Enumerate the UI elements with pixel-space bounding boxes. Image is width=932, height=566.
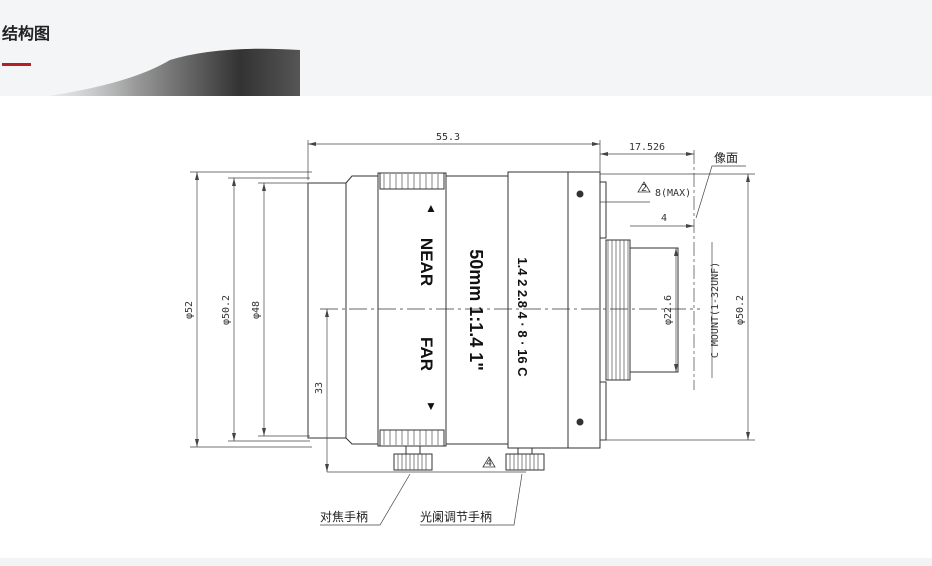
lens-diagram: ▲ NEAR FAR ▼ 50mm 1:1.4 1" 1.4 2 2.8 4 ·… (184, 132, 755, 526)
dim-flange: 17.526 (629, 142, 665, 153)
far-label: FAR (417, 337, 436, 371)
lens-model: 50mm 1:1.4 1" (466, 249, 486, 371)
iris-ring (507, 171, 601, 449)
dim-d52: φ52 (184, 301, 195, 319)
structure-drawing: ▲ NEAR FAR ▼ 50mm 1:1.4 1" 1.4 2 2.8 4 ·… (0, 96, 932, 558)
note-4: 4 (486, 458, 492, 469)
near-label: NEAR (417, 238, 436, 286)
title-underline (2, 63, 31, 66)
dim-d50-right: φ50.2 (735, 295, 746, 325)
focus-knob-label: 对焦手柄 (320, 510, 368, 524)
dim-d48: φ48 (251, 301, 262, 319)
c-mount-thread (605, 239, 631, 381)
dim-d22: φ22.6 (663, 295, 674, 325)
note-2: 2 (641, 183, 647, 194)
decorative-smudge (48, 48, 300, 96)
bottom-strip (0, 558, 932, 566)
far-arrow: ▼ (425, 399, 437, 413)
section-title: 结构图 (2, 24, 51, 43)
dim-mount: C MOUNT(1-32UNF) (710, 262, 721, 358)
iris-knob-label: 光阑调节手柄 (420, 509, 492, 524)
dim-length: 55.3 (436, 132, 460, 143)
near-arrow: ▲ (425, 201, 437, 215)
dim-max: 8(MAX) (655, 188, 691, 199)
image-plane-label: 像面 (714, 151, 738, 165)
dim-h33: 33 (314, 382, 325, 394)
dim-d50-left: φ50.2 (221, 295, 232, 325)
section-header: 结构图 (0, 0, 932, 96)
aperture-scale: 1.4 2 2.8 4 · 8 · 16 C (515, 257, 530, 377)
focus-ring (377, 172, 447, 447)
dim-thread-depth: 4 (661, 213, 667, 224)
